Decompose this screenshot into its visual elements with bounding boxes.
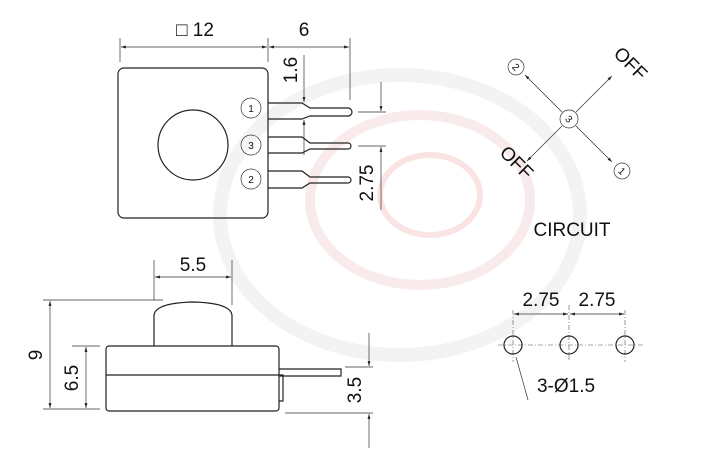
width-dimension: □ 12 <box>176 20 214 41</box>
hole-diameter-label: 3-Ø1.5 <box>537 376 595 397</box>
circuit-title: CIRCUIT <box>533 220 610 241</box>
circuit-pin-3: 3 <box>559 109 579 129</box>
knob-width-dimension: 5.5 <box>180 255 206 276</box>
pin-pitch-dimension: 2.75 <box>357 165 378 202</box>
svg-text:1: 1 <box>248 104 254 115</box>
circuit-diagram: 3 2 1 OFF OFF CIRCUIT <box>495 43 651 241</box>
off-label-top: OFF <box>609 43 651 85</box>
hole-pitch-right: 2.75 <box>579 290 616 311</box>
hole-pattern: 2.75 2.75 3-Ø1.5 <box>498 290 643 401</box>
pin-label-1: 1 <box>240 97 262 119</box>
hole-pitch-left: 2.75 <box>523 290 560 311</box>
svg-text:2: 2 <box>248 175 254 186</box>
svg-text:1: 1 <box>615 166 627 178</box>
pin-width-dimension: 1.6 <box>281 57 302 83</box>
watermark-logo <box>213 68 587 362</box>
svg-text:2: 2 <box>509 62 521 74</box>
body-height-dimension: 6.5 <box>62 365 83 391</box>
total-height-dimension: 9 <box>26 350 47 361</box>
svg-text:3: 3 <box>562 114 574 126</box>
circuit-pin-1: 1 <box>613 162 631 180</box>
circuit-pin-2: 2 <box>507 58 525 76</box>
pin-label-3: 3 <box>240 134 262 156</box>
side-view: 5.5 9 6.5 3.5 <box>26 255 373 448</box>
pin-length-dimension: 6 <box>299 20 310 41</box>
pin-label-2: 2 <box>240 168 262 190</box>
pin-height-dimension: 3.5 <box>345 377 366 403</box>
svg-text:3: 3 <box>248 141 254 152</box>
top-view: 1 3 2 □ 12 6 1.6 2.75 <box>117 20 386 219</box>
